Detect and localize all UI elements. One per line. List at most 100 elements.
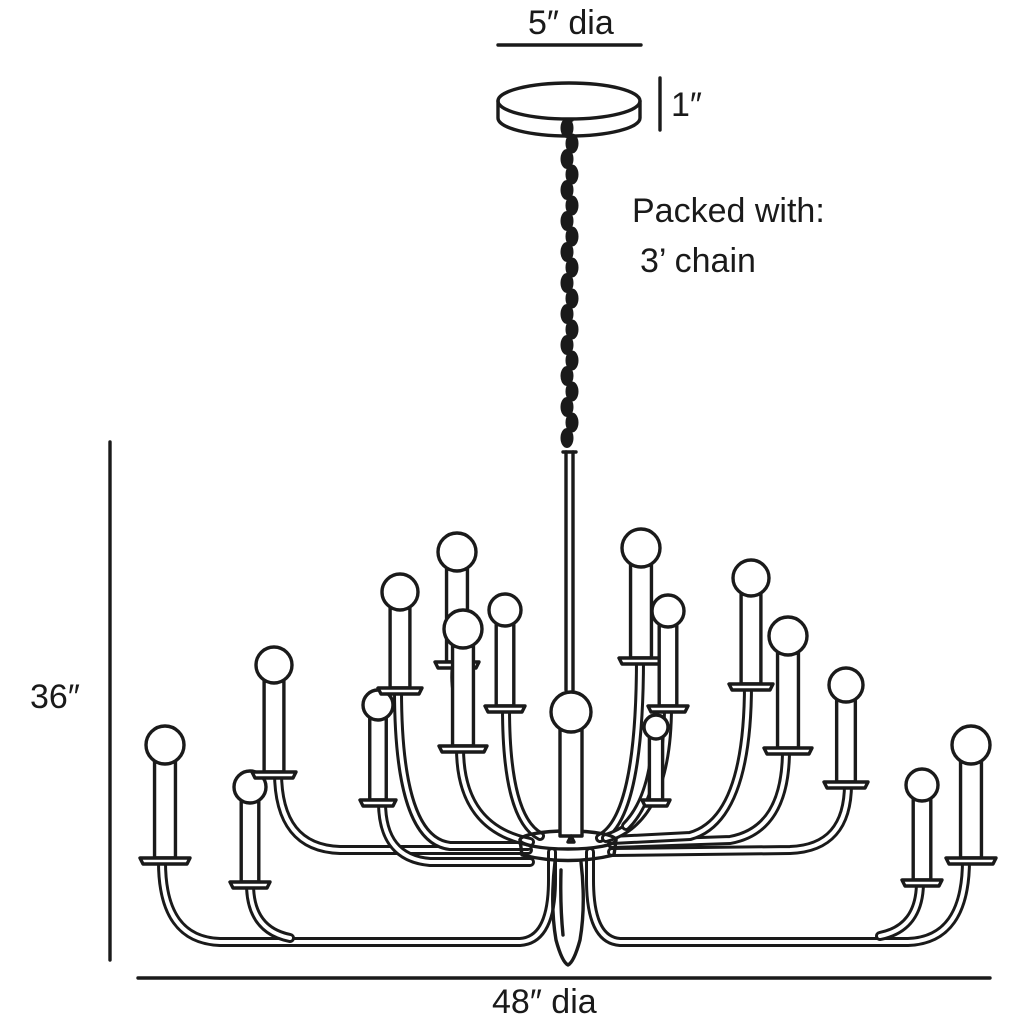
candle-light	[549, 690, 593, 844]
bobeche	[900, 878, 944, 888]
candle-light	[640, 713, 672, 808]
candle-light	[727, 558, 775, 692]
chain-link	[560, 304, 574, 324]
bobeche	[566, 834, 576, 844]
bulb	[144, 724, 186, 766]
candle-light	[437, 608, 489, 754]
candle-sleeve	[647, 736, 665, 802]
bulb	[487, 592, 523, 628]
candle-light	[900, 767, 944, 888]
arm	[875, 877, 925, 941]
bobeche	[358, 798, 398, 808]
bobeche	[437, 744, 489, 754]
chain-link	[565, 319, 579, 340]
candle-light	[358, 688, 398, 808]
candle-light	[617, 527, 665, 666]
bobeche	[138, 856, 192, 866]
candle-sleeve	[739, 592, 763, 686]
chain-link	[565, 288, 579, 309]
bulb	[254, 645, 294, 685]
bulb	[549, 690, 593, 734]
candle-sleeve	[239, 799, 261, 884]
arm	[377, 797, 535, 867]
chain-link	[560, 366, 574, 386]
bulb	[904, 767, 940, 803]
candle-sleeve	[775, 651, 801, 750]
bulb	[642, 713, 670, 741]
bobeche	[944, 856, 998, 866]
chain-link	[560, 149, 574, 169]
candle-light	[483, 592, 527, 714]
chain-link	[560, 335, 574, 355]
chain-link	[565, 412, 579, 433]
chain-link	[560, 397, 574, 417]
chain-link	[560, 180, 574, 200]
bobeche	[617, 656, 665, 666]
candle-sleeve	[911, 797, 933, 882]
bulb	[650, 593, 686, 629]
arm	[455, 743, 535, 847]
candle-light	[822, 666, 870, 790]
candle-sleeve	[450, 644, 476, 748]
candle-light	[944, 724, 998, 866]
candle-sleeve	[834, 698, 858, 784]
arm	[585, 847, 971, 947]
candle-light	[376, 572, 424, 696]
candle-light	[646, 593, 690, 714]
chain	[560, 118, 579, 448]
arm	[245, 879, 295, 943]
candle-sleeve	[558, 728, 584, 838]
canopy-height-label: 1″	[671, 86, 702, 124]
bulb	[620, 527, 662, 569]
bobeche	[646, 704, 690, 714]
candle-sleeve	[152, 760, 178, 860]
arm	[607, 745, 791, 849]
bulb	[442, 608, 484, 650]
bulb	[731, 558, 771, 598]
chain-link	[565, 164, 579, 185]
arm	[393, 685, 533, 851]
chain-length-label: 3’ chain	[640, 242, 756, 280]
candle-lights	[138, 527, 998, 890]
bobeche	[376, 686, 424, 696]
chain-link	[565, 226, 579, 247]
bulb	[950, 724, 992, 766]
candle-sleeve	[958, 760, 984, 860]
overall-width-label: 48″ dia	[492, 983, 597, 1021]
canopy-diameter-label: 5″ dia	[528, 4, 614, 42]
candle-sleeve	[368, 716, 388, 802]
overall-height-label: 36″	[30, 678, 80, 716]
center-hub	[518, 829, 618, 967]
candle-light	[138, 724, 192, 866]
bobeche	[228, 880, 272, 890]
candle-light	[250, 645, 298, 780]
bulb	[436, 531, 478, 573]
chain-link	[565, 257, 579, 278]
bobeche	[762, 746, 814, 756]
bulb	[380, 572, 420, 612]
arm	[595, 653, 645, 843]
candle-sleeve	[262, 679, 286, 774]
chain-link	[565, 381, 579, 402]
candle-light	[762, 615, 814, 756]
chain-link	[560, 273, 574, 293]
bulb	[767, 615, 809, 657]
center-rod	[561, 450, 578, 692]
chain-link	[560, 428, 574, 448]
chain-link	[565, 350, 579, 371]
chain-link	[560, 242, 574, 262]
chain-link	[560, 211, 574, 231]
candle-light	[228, 769, 272, 890]
arm	[607, 779, 853, 857]
candle-sleeve	[388, 606, 412, 690]
arm	[157, 847, 557, 947]
packed-with-label: Packed with:	[632, 192, 825, 230]
arm	[273, 767, 533, 855]
candle-sleeve	[628, 563, 654, 660]
arm	[607, 679, 753, 845]
chain-link	[565, 195, 579, 216]
bobeche	[727, 682, 775, 692]
bobeche	[250, 770, 298, 780]
bobeche	[483, 704, 527, 714]
